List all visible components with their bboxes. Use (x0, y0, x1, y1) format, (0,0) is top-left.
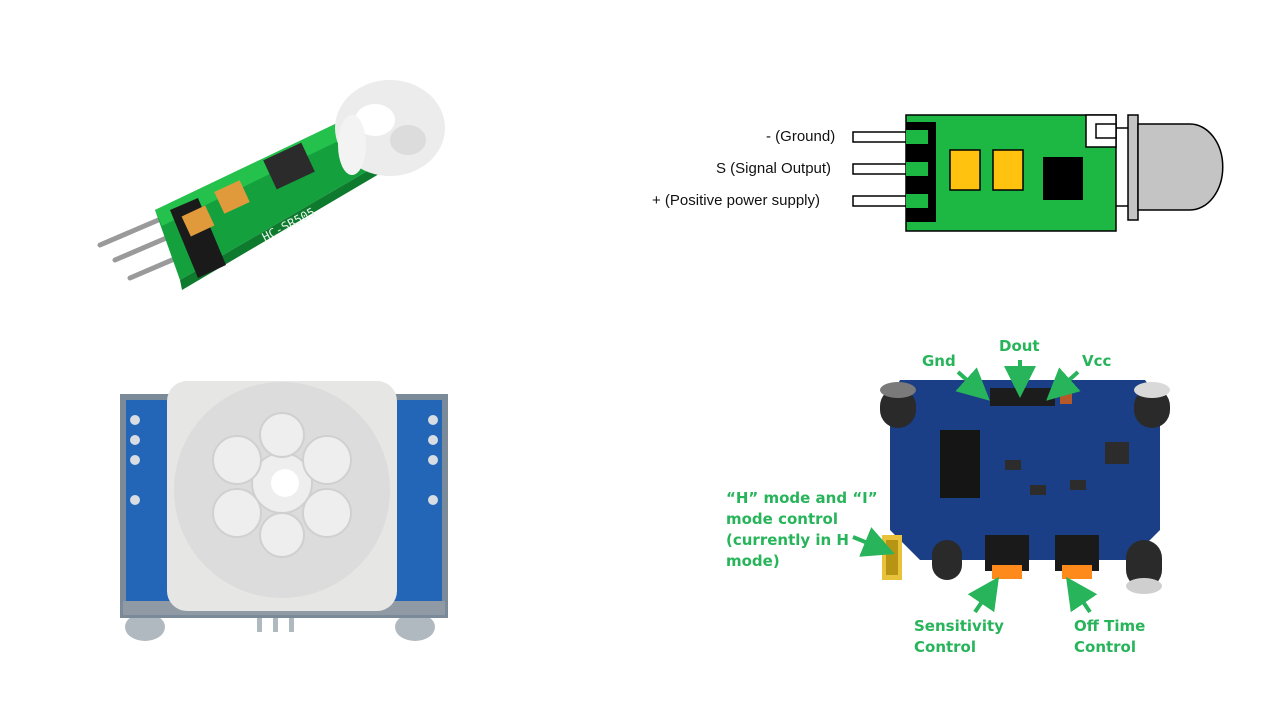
arrow-mode (852, 527, 895, 557)
arrow-vcc (1046, 367, 1081, 401)
sensitivity-line-1: Sensitivity (914, 617, 1004, 635)
label-mode-control: “H” mode and “I” mode control (currently… (726, 488, 878, 572)
schematic-pad-2 (992, 149, 1024, 191)
schematic-pad-1 (949, 149, 981, 191)
smd-components (1005, 442, 1129, 495)
arrow-offtime (1065, 576, 1098, 614)
sensitivity-line-2: Control (914, 638, 977, 656)
capacitor-1 (181, 205, 215, 237)
schematic-dome (1137, 123, 1224, 211)
fresnel-dome (335, 80, 445, 176)
electrolytic-caps (880, 382, 1170, 594)
arrow-sensitivity (967, 576, 1000, 614)
offtime-line-1: Off Time (1074, 617, 1146, 635)
lens-segments (212, 412, 352, 558)
blue-pcb-back (890, 380, 1160, 560)
label-vcc: Vcc (1082, 352, 1112, 370)
label-dout: Dout (999, 337, 1040, 355)
ic-chip-back (940, 430, 980, 498)
label-gnd: Gnd (922, 352, 956, 370)
label-offtime: Off Time Control (1074, 616, 1145, 658)
pinout-schematic (850, 110, 1230, 235)
bottom-legs (125, 610, 435, 641)
schematic-chip (1043, 157, 1083, 200)
pin-label-ground: - (Ground) (766, 128, 836, 145)
hc-sr501-front-photo (105, 365, 455, 650)
pin-label-power: + (Positive power supply) (652, 192, 820, 209)
mode-line-1: “H” mode and “I” (726, 489, 878, 507)
arrow-gnd (955, 367, 990, 401)
label-sensitivity: Sensitivity Control (914, 616, 1004, 658)
mode-line-3: (currently in H (726, 531, 849, 549)
mode-line-4: mode) (726, 552, 780, 570)
ic-chip (263, 142, 315, 190)
pcb-holes (130, 415, 438, 505)
hc-sr505-photo: HC-SR505 (90, 50, 460, 300)
pin-label-signal: S (Signal Output) (716, 160, 832, 177)
capacitor-2 (214, 180, 250, 214)
mode-line-2: mode control (726, 510, 838, 528)
offtime-line-2: Control (1074, 638, 1137, 656)
